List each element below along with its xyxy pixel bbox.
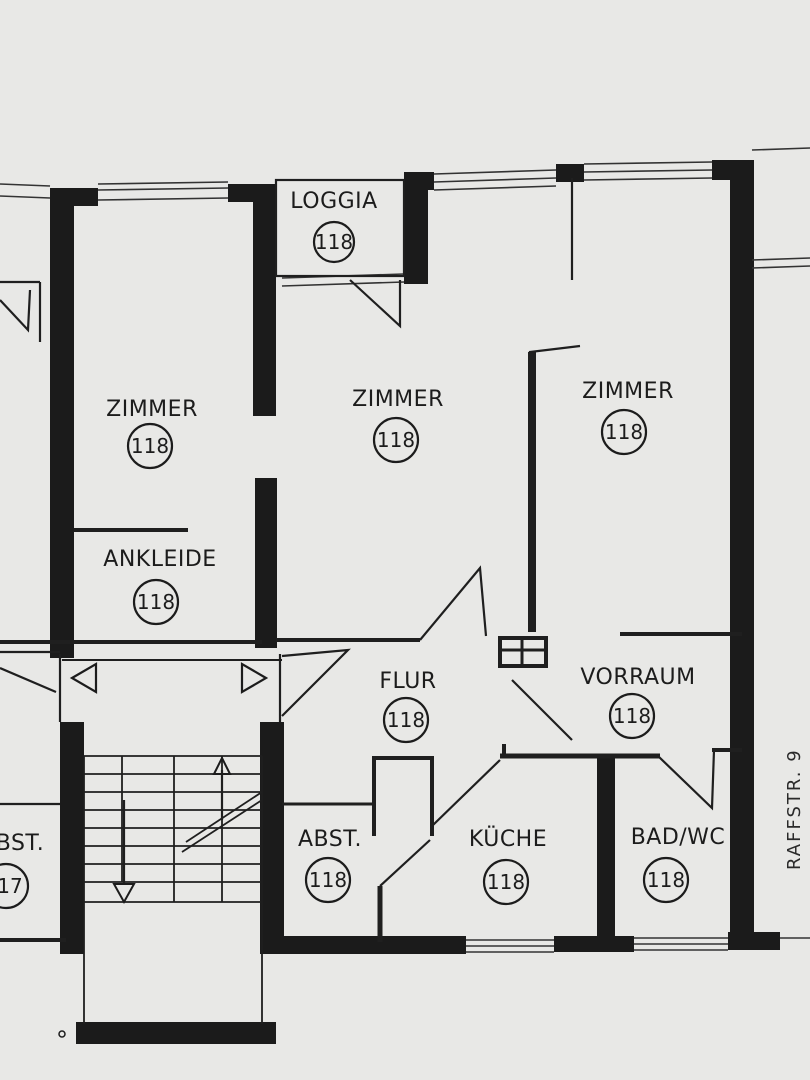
room-label-ankleide: ANKLEIDE (103, 547, 216, 572)
room-number-flur: 118 (387, 708, 425, 732)
room-label-loggia: LOGGIA (290, 189, 377, 214)
room-number-loggia: 118 (315, 230, 353, 254)
marker-dot (58, 1030, 66, 1038)
loggia-area (274, 178, 406, 329)
room-label-vorraum: VORRAUM (580, 665, 695, 690)
interior-partitions (0, 178, 742, 942)
door-swings (0, 289, 716, 887)
room-number-abst: 118 (309, 868, 347, 892)
arrow-down-icon (112, 883, 136, 905)
room-number-zimmer-left: 118 (131, 434, 169, 458)
room-label-flur: FLUR (379, 669, 436, 694)
room-label-zimmer-right: ZIMMER (582, 379, 674, 404)
room-label-kueche: KÜCHE (469, 826, 547, 852)
room-number-vorraum: 118 (613, 704, 651, 728)
room-number-zimmer-right: 118 (605, 420, 643, 444)
room-number-bad-wc: 118 (647, 868, 685, 892)
room-label-bad-wc: BAD/WC (631, 825, 726, 850)
room-labels: LOGGIA 118 ZIMMER 118 ZIMMER 118 ZIMMER … (0, 189, 805, 910)
triangle-right-icon (240, 662, 269, 694)
street-label: RAFFSTR. 9 (784, 748, 805, 870)
room-number-abst-neighbor: 17 (0, 874, 23, 898)
room-label-zimmer-left: ZIMMER (106, 397, 198, 422)
triangle-left-icon (69, 662, 98, 694)
room-number-ankleide: 118 (137, 590, 175, 614)
arrow-up-icon (212, 755, 232, 775)
room-number-kueche: 118 (487, 870, 525, 894)
room-label-abst: ABST. (298, 827, 362, 852)
staircase (58, 654, 282, 1024)
room-number-zimmer-center: 118 (377, 428, 415, 452)
exterior-walls (50, 160, 780, 1044)
room-label-abst-neighbor: BST. (0, 831, 44, 856)
room-label-zimmer-center: ZIMMER (352, 387, 444, 412)
